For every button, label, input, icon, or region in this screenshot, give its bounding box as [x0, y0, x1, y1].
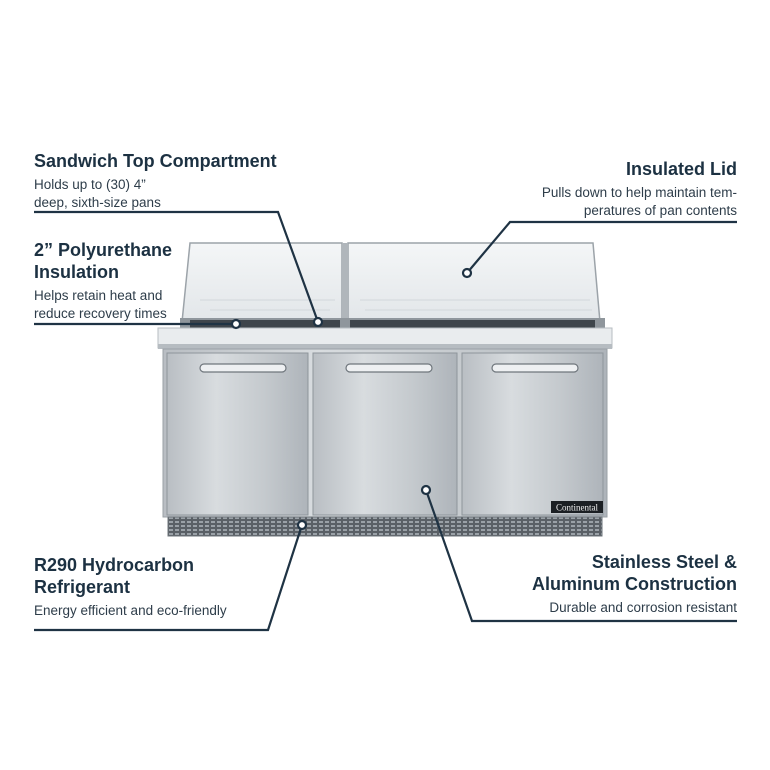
- pointer-dot: [420, 484, 432, 496]
- callout-description: Pulls down to help maintain tem- peratur…: [541, 185, 737, 218]
- cabinet-body: Continental: [162, 348, 608, 518]
- callout-title: Sandwich Top Compartment: [34, 151, 277, 171]
- callout-description: Energy efficient and eco-friendly: [34, 603, 227, 618]
- callout-title: Insulated Lid: [625, 159, 737, 179]
- brand-badge: [551, 501, 603, 513]
- pointer-dot: [296, 519, 308, 531]
- brand-badge-text: Continental: [556, 503, 598, 513]
- vent-grille: [167, 516, 603, 537]
- door-handle: [491, 363, 579, 373]
- left-door: [166, 352, 309, 516]
- callout-polyurethane-insulation: 2” Polyurethane Insulation Helps retain …: [34, 239, 172, 323]
- callout-description: Helps retain heat and reduce recovery ti…: [34, 288, 167, 321]
- callout-title: 2” Polyurethane Insulation: [34, 240, 173, 282]
- pointer-dot: [230, 318, 242, 330]
- right-door: [461, 352, 604, 516]
- pointer-dot: [461, 267, 473, 279]
- callout-title: Stainless Steel & Aluminum Construction: [532, 552, 737, 594]
- callout-sandwich-top: Sandwich Top Compartment Holds up to (30…: [34, 150, 277, 212]
- callout-description: Holds up to (30) 4” deep, sixth-size pan…: [34, 177, 161, 210]
- door-handle: [199, 363, 287, 373]
- insulated-lid: [181, 242, 601, 323]
- callout-construction: Stainless Steel & Aluminum Construction …: [532, 551, 737, 617]
- door-handle: [345, 363, 433, 373]
- leader-lines: [34, 210, 737, 632]
- callout-description: Durable and corrosion resistant: [549, 600, 737, 615]
- callout-refrigerant: R290 Hydrocarbon Refrigerant Energy effi…: [34, 554, 227, 620]
- sandwich-top-compartment: [157, 318, 613, 349]
- callout-insulated-lid: Insulated Lid Pulls down to help maintai…: [542, 158, 737, 220]
- center-door: [312, 352, 458, 516]
- pointer-dot: [312, 316, 324, 328]
- callout-title: R290 Hydrocarbon Refrigerant: [34, 555, 195, 597]
